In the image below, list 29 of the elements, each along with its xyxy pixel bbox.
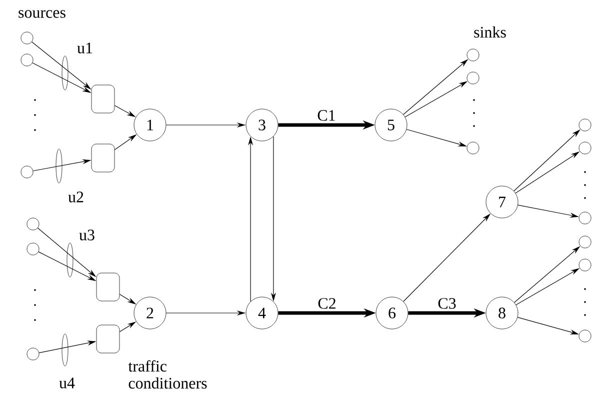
conditioner-box: [91, 144, 115, 172]
endpoint-circle: [578, 142, 592, 154]
endpoint-circle: [578, 118, 592, 132]
label: traffic conditioners: [128, 360, 207, 389]
endpoint-circle: [20, 54, 34, 66]
endpoint-circle: [26, 242, 40, 256]
conditioner-box: [96, 272, 120, 302]
endpoint-circle: [26, 348, 40, 360]
endpoint-circle: [578, 212, 592, 224]
endpoint-circle: [20, 32, 34, 44]
conditioner-box: [96, 324, 120, 354]
endpoint-circle: [466, 48, 480, 62]
endpoint-circle: [26, 218, 40, 230]
endpoint-circle: [578, 330, 592, 342]
label: u1: [77, 42, 92, 54]
endpoint-circle: [466, 142, 480, 154]
endpoint-circle: [578, 236, 592, 248]
endpoint-circle: [466, 72, 480, 84]
label: u3: [79, 230, 94, 240]
conditioner-box: [91, 84, 115, 114]
edge-label: C1: [318, 110, 335, 121]
label: u2: [68, 192, 84, 202]
label: u4: [59, 378, 75, 388]
endpoint-circle: [578, 258, 592, 272]
edge-label: C2: [318, 298, 336, 309]
label: sources: [18, 10, 66, 18]
edge-label: C3: [438, 298, 456, 309]
label: sinks: [474, 26, 506, 38]
endpoint-circle: [20, 166, 34, 178]
